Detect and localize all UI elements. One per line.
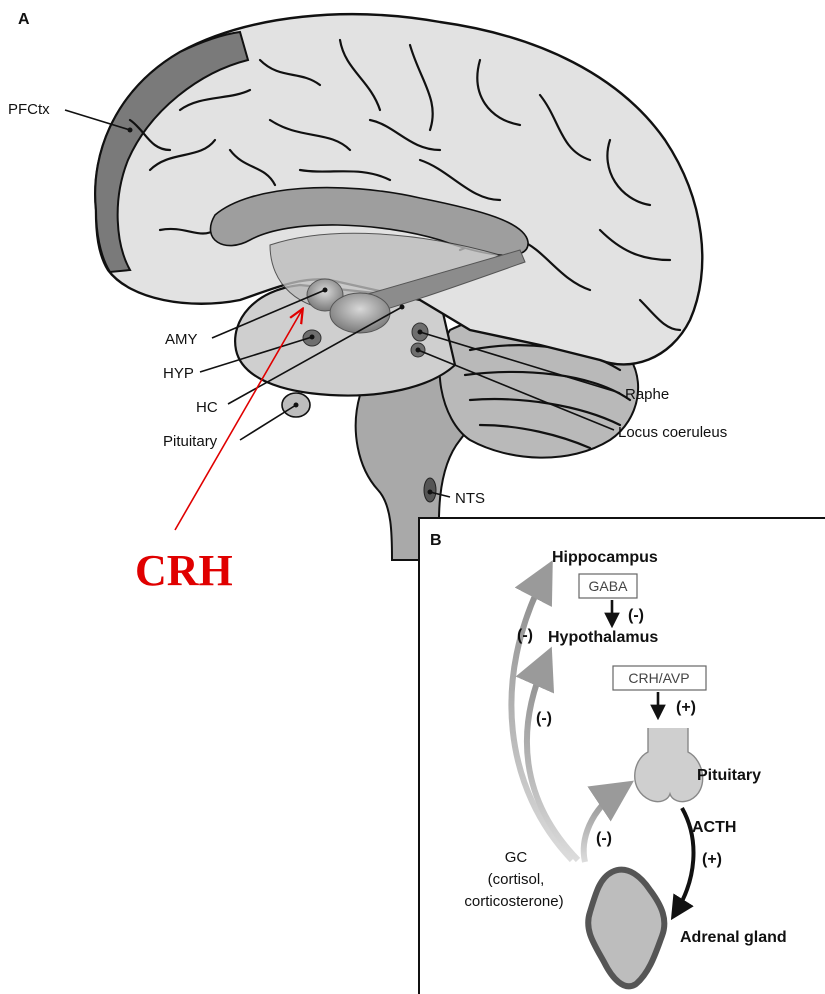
label-pituitary-b: Pituitary [697,767,761,784]
label-hippocampus: Hippocampus [552,549,658,566]
crh-avp-label: CRH/AVP [628,670,689,686]
label-gc: GC [505,849,528,866]
crh-annotation: CRH [135,546,233,595]
feedback-sign-hippocampus: (-) [517,627,533,644]
label-hc: HC [196,399,218,416]
label-acth: ACTH [692,819,736,836]
label-gc-corticosterone: corticosterone) [464,893,563,910]
label-locus-coeruleus: Locus coeruleus [618,424,727,441]
panel-a: A [8,11,727,595]
gaba-label: GABA [589,578,629,594]
label-hyp: HYP [163,365,194,382]
thalamus [330,293,390,333]
panel-b: B Hippocampus GABA (-) Hypothalamus CRH/… [419,518,825,994]
label-amy: AMY [165,331,198,348]
label-gc-cortisol: (cortisol, [488,871,545,888]
acth-sign: (+) [702,851,722,868]
label-raphe: Raphe [625,386,669,403]
pituitary-leader [240,405,296,440]
panel-a-letter: A [18,11,30,28]
label-pfctx: PFCtx [8,101,50,118]
gaba-sign: (-) [628,607,644,624]
crh-avp-sign: (+) [676,699,696,716]
label-adrenal-gland: Adrenal gland [680,929,787,946]
feedback-sign-pituitary: (-) [596,830,612,847]
label-hypothalamus: Hypothalamus [548,629,658,646]
panel-b-letter: B [430,532,442,549]
label-nts: NTS [455,490,485,507]
label-pituitary: Pituitary [163,433,218,450]
feedback-sign-hypothalamus: (-) [536,710,552,727]
